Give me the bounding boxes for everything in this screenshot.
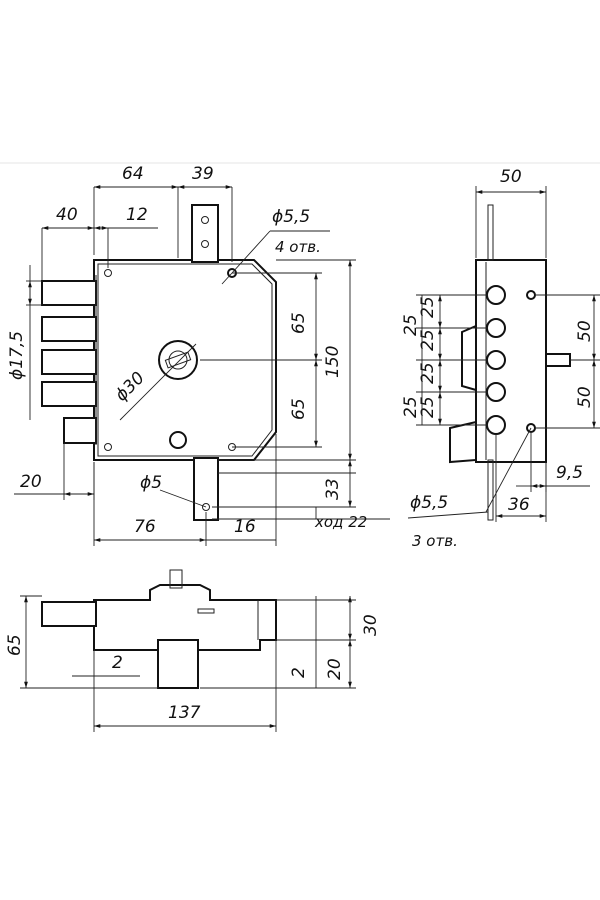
bolt-2 <box>41 316 97 342</box>
dim-25-4: 25 <box>418 396 438 418</box>
dim-25-3: 25 <box>418 362 438 384</box>
lock-body-outline <box>93 259 277 461</box>
bottom-slot <box>197 608 215 614</box>
dim-holes3: 3 отв. <box>412 532 458 550</box>
dim-stroke22: ход 22 <box>314 513 367 531</box>
dim-2: 2 <box>112 653 123 673</box>
dim-2-right: 2 <box>289 667 309 678</box>
side-view: 50 25 25 25 25 25 25 50 50 9,5 <box>401 167 600 550</box>
bolt-4 <box>41 381 97 407</box>
spindle-hole <box>169 431 187 449</box>
bolt-3 <box>41 349 97 375</box>
dim-95: 9,5 <box>556 463 583 483</box>
dim-40: 40 <box>56 205 78 225</box>
front-view: 64 39 40 12 ϕ5,5 4 отв. ϕ17,5 ϕ30 <box>7 164 390 546</box>
dim-50a-right: 50 <box>575 320 595 342</box>
dim-64: 64 <box>122 164 144 184</box>
bottom-body-outline <box>93 584 277 651</box>
dim-65b: 65 <box>289 398 309 420</box>
mount-hole-bl <box>104 443 112 451</box>
bottom-view: 65 2 137 30 20 2 <box>5 569 381 732</box>
dim-50b-right: 50 <box>575 386 595 408</box>
side-bolt-3 <box>486 350 506 370</box>
cylinder-slot <box>164 351 192 369</box>
dim-39: 39 <box>192 164 214 184</box>
dim-30: 30 <box>361 614 381 636</box>
dim-65a: 65 <box>289 312 309 334</box>
side-bolt-4 <box>486 382 506 402</box>
side-bolt-1 <box>486 285 506 305</box>
side-cylinder-lug <box>461 324 477 392</box>
dim-25-5: 25 <box>401 314 421 336</box>
dim-150: 150 <box>323 346 343 378</box>
dim-137: 137 <box>168 703 201 723</box>
dim-d175: ϕ17,5 <box>7 331 27 380</box>
faceplate-strip <box>487 204 494 261</box>
bottom-tongue <box>157 639 199 689</box>
side-latch <box>449 420 477 464</box>
top-tongue <box>191 204 219 263</box>
lock-body-inner-outline <box>97 263 273 457</box>
dim-76: 76 <box>134 517 156 537</box>
side-screw-top <box>526 290 536 300</box>
bottom-bolt <box>41 601 97 627</box>
side-spindle <box>545 353 571 367</box>
cylinder <box>158 340 198 380</box>
dim-20: 20 <box>20 472 42 492</box>
dim-d5: ϕ5 <box>140 473 162 493</box>
dim-20-bottom: 20 <box>325 658 345 680</box>
bolt-1 <box>41 280 97 306</box>
top-tongue-hole-2 <box>201 240 209 248</box>
side-bolt-5 <box>486 415 506 435</box>
dim-12: 12 <box>126 205 148 225</box>
dim-d55-holes: ϕ5,5 <box>272 207 310 227</box>
bottom-cylinder-knob <box>169 569 183 589</box>
dim-25-6: 25 <box>401 396 421 418</box>
bottom-tongue-hole <box>202 503 210 511</box>
dim-d55-side: ϕ5,5 <box>410 493 448 513</box>
top-tongue-hole <box>201 216 209 224</box>
dim-d30: ϕ30 <box>111 368 148 405</box>
dim-25-1: 25 <box>418 296 438 318</box>
dim-33: 33 <box>323 478 343 500</box>
dim-36: 36 <box>508 495 530 515</box>
side-bolt-2 <box>486 318 506 338</box>
faceplate-strip-bottom <box>487 459 494 521</box>
dim-50-top: 50 <box>500 167 522 187</box>
mount-hole-tl <box>104 269 112 277</box>
dim-25-2: 25 <box>418 329 438 351</box>
dim-65-bottom: 65 <box>5 634 25 656</box>
dim-holes4: 4 отв. <box>275 238 321 256</box>
latch-bolt <box>63 417 97 444</box>
dim-16: 16 <box>234 517 256 537</box>
cylinder-core <box>168 350 188 370</box>
